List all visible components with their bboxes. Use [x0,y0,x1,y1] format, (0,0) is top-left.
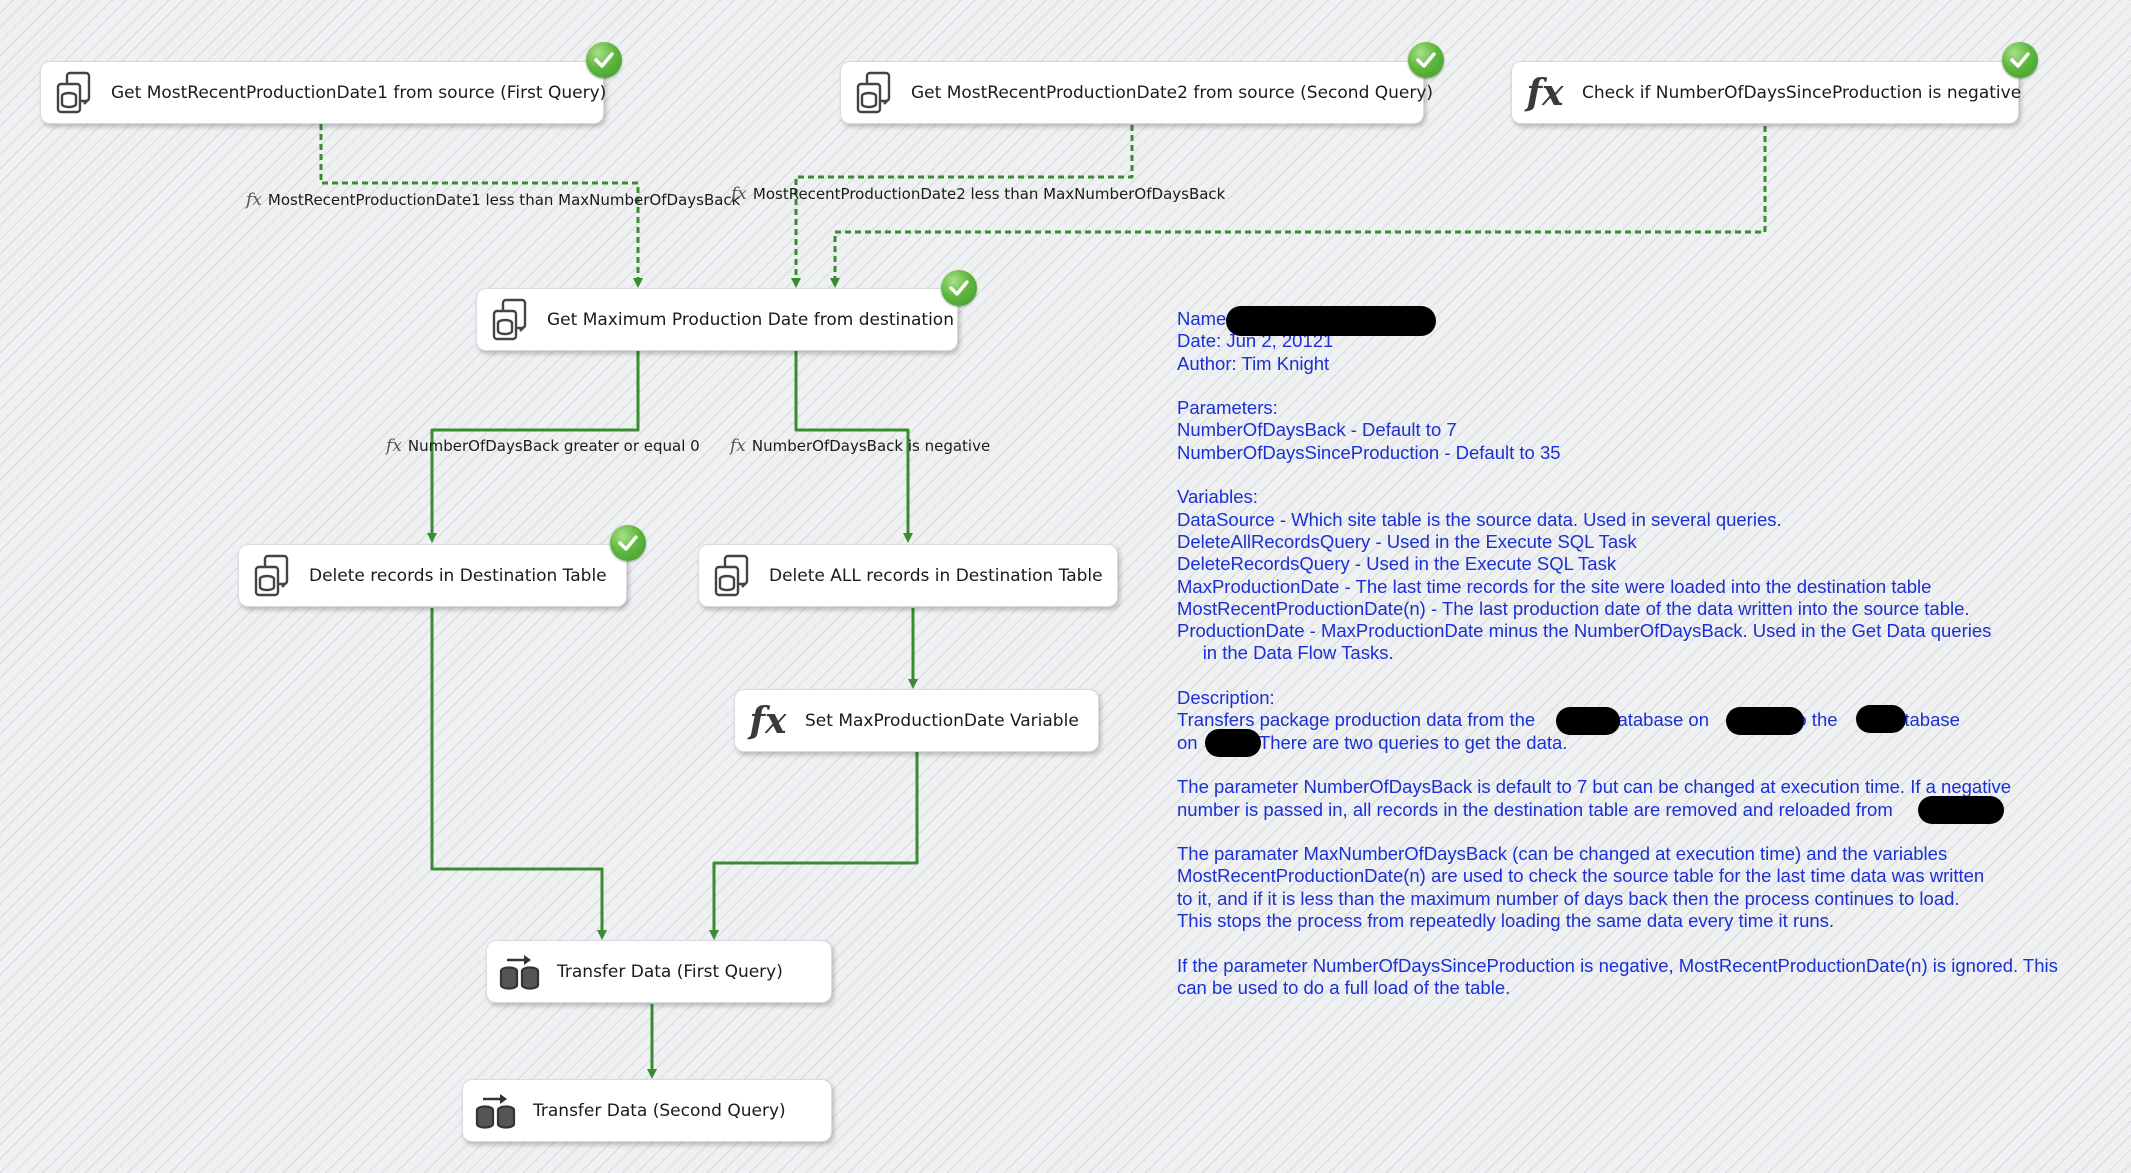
task-delete-records[interactable]: Delete records in Destination Table [238,544,627,607]
constraint-line-date2 [791,125,1134,288]
task-transfer-first[interactable]: Transfer Data (First Query) [486,940,832,1003]
annotation-line: number is passed in, all records in the … [1177,798,1970,820]
annotation-line: The paramater MaxNumberOfDaysBack (can b… [1177,843,1948,865]
task-label: Transfer Data (First Query) [557,961,783,982]
success-check-icon [2002,42,2038,78]
annotation-line: The parameter NumberOfDaysBack is defaul… [1177,776,2011,798]
annotation-line: Description: [1177,687,1275,709]
redaction-mark [1918,796,2004,824]
annotation-line: This stops the process from repeatedly l… [1177,910,1835,932]
task-label: Delete records in Destination Table [309,565,607,586]
task-transfer-second[interactable]: Transfer Data (Second Query) [462,1079,832,1142]
annotation-line: ProductionDate - MaxProductionDate minus… [1177,620,1992,642]
redaction-mark [1856,705,1906,733]
constraint-line-delete-to-transfer [430,608,607,940]
annotation-line: MostRecentProductionDate(n) are used to … [1177,865,1985,887]
constraint-text: NumberOfDaysBack is negative [751,437,991,455]
annotation-line: in the Data Flow Tasks. [1177,642,1394,664]
annotation-line [1177,932,2107,954]
annotation-line [1177,375,2107,397]
constraint-label-ge-zero[interactable]: fx NumberOfDaysBack greater or equal 0 [386,436,700,456]
fx-expression-icon: fx [731,184,747,204]
success-check-icon [1408,42,1444,78]
task-label: Get Maximum Production Date from destina… [547,309,954,330]
task-delete-all-records[interactable]: Delete ALL records in Destination Table [698,544,1118,607]
task-label: Set MaxProductionDate Variable [805,710,1079,731]
task-set-max-date[interactable]: fx Set MaxProductionDate Variable [734,689,1099,752]
success-check-icon [941,270,977,306]
fx-expression-icon: fx [730,436,746,456]
constraint-label-negative[interactable]: fx NumberOfDaysBack is negative [730,436,990,456]
task-check-negative[interactable]: fx Check if NumberOfDaysSinceProduction … [1511,61,2022,124]
annotation-line: MaxProductionDate - The last time record… [1177,575,1932,597]
annotation-line: Variables: [1177,486,1258,508]
database-task-icon [51,70,97,116]
constraint-label-date2[interactable]: fx MostRecentProductionDate2 less than M… [731,184,1225,204]
task-label: Check if NumberOfDaysSinceProduction is … [1582,82,2022,103]
annotation-line: MostRecentProductionDate(n) - The last p… [1177,597,1970,619]
redaction-mark [1556,707,1620,735]
constraint-line-check [830,126,1767,288]
redaction-mark [1226,306,1436,336]
task-get-date2[interactable]: Get MostRecentProductionDate2 from sourc… [840,61,1433,124]
annotation-line [1177,821,2107,843]
fx-expression-icon: fx [386,436,402,456]
constraint-label-date1[interactable]: fx MostRecentProductionDate1 less than M… [246,190,740,210]
task-label: Delete ALL records in Destination Table [769,565,1103,586]
database-task-icon [487,297,533,343]
annotation-line: on . There are two queries to get the da… [1177,731,1568,753]
constraint-line-set-to-transfer [709,752,919,940]
annotation-line: NumberOfDaysSinceProduction - Default to… [1177,441,1561,463]
constraint-text: NumberOfDaysBack greater or equal 0 [407,437,700,455]
package-annotation[interactable]: Name Date: Jun 2, 20121 Author: Tim Knig… [1177,308,2107,999]
redaction-mark [1205,729,1261,757]
annotation-line [1177,464,2107,486]
database-task-icon [709,553,755,599]
annotation-line [1177,754,2107,776]
constraint-text: MostRecentProductionDate2 less than MaxN… [752,185,1226,203]
redaction-mark [1726,707,1804,735]
success-check-icon [586,42,622,78]
annotation-line: Parameters: [1177,397,1278,419]
annotation-line: DeleteAllRecordsQuery - Used in the Exec… [1177,530,1637,552]
task-label: Get MostRecentProductionDate1 from sourc… [111,82,607,103]
data-flow-icon [473,1088,519,1134]
annotation-line: Transfers package production data from t… [1177,709,1960,731]
fx-expression-icon: fx [1526,71,1564,114]
task-label: Transfer Data (Second Query) [533,1100,786,1121]
annotation-line: DataSource - Which site table is the sou… [1177,508,1782,530]
database-task-icon [851,70,897,116]
annotation-line: If the parameter NumberOfDaysSinceProduc… [1177,954,2058,976]
annotation-line: can be used to do a full load of the tab… [1177,976,1511,998]
data-flow-icon [497,949,543,995]
annotation-line: DeleteRecordsQuery - Used in the Execute… [1177,553,1617,575]
fx-expression-icon: fx [246,190,262,210]
success-check-icon [610,525,646,561]
database-task-icon [249,553,295,599]
annotation-line: to it, and if it is less than the maximu… [1177,887,1960,909]
annotation-line: NumberOfDaysBack - Default to 7 [1177,419,1457,441]
task-get-max-date[interactable]: Get Maximum Production Date from destina… [476,288,958,351]
annotation-line: Name [1177,308,1227,329]
task-get-date1[interactable]: Get MostRecentProductionDate1 from sourc… [40,61,607,124]
annotation-line [1177,665,2107,687]
fx-expression-icon: fx [749,699,787,742]
constraint-text: MostRecentProductionDate1 less than MaxN… [267,191,741,209]
task-label: Get MostRecentProductionDate2 from sourc… [911,82,1434,103]
annotation-line: Author: Tim Knight [1177,352,1330,374]
